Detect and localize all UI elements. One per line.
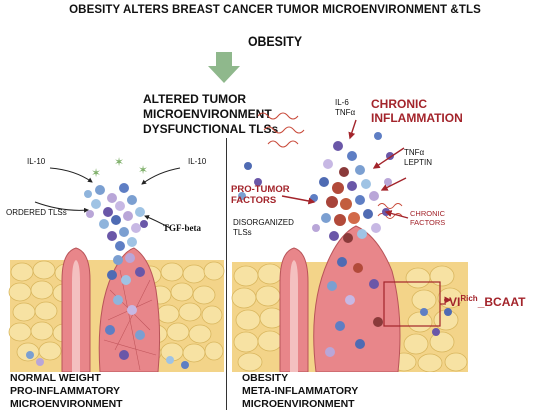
il6-label: IL-6 — [335, 98, 349, 107]
vi-sup: Rich — [460, 294, 478, 303]
obesity-caption-line-1: OBESITY — [242, 372, 289, 384]
vi-prefix: VI — [449, 295, 461, 309]
ordered-tls-label: ORDERED TLSs — [6, 208, 67, 217]
svg-text:✶: ✶ — [91, 166, 101, 180]
immune-cell-cluster-obese — [238, 132, 452, 357]
signal-arrows — [34, 167, 181, 229]
obesity-caption: OBESITY META-INFLAMMATORY MICROENVIRONME… — [242, 372, 358, 411]
chronic-factors-line-2: FACTORS — [410, 218, 446, 227]
tnf-label-2: TNFα — [404, 148, 425, 157]
immune-cell-cluster — [26, 183, 189, 369]
altered-line-1: ALTERED TUMOR — [143, 92, 247, 106]
pro-tumor-factors-label: PRO-TUMOR FACTORS — [231, 184, 290, 206]
normal-weight-line-2: PRO-INFLAMMATORY — [10, 385, 121, 397]
il10-left-label: IL-10 — [27, 157, 46, 166]
normal-weight-illustration: ✶ ✶ ✶ — [8, 155, 225, 372]
down-arrow-icon — [208, 52, 240, 83]
normal-weight-line-3: MICROENVIRONMENT — [10, 398, 123, 410]
obesity-illustration — [231, 112, 468, 372]
leptin-label: LEPTIN — [404, 158, 433, 167]
panel-divider — [226, 138, 227, 410]
obesity-caption-line-3: MICROENVIRONMENT — [242, 398, 355, 410]
page-title: OBESITY ALTERS BREAST CANCER TUMOR MICRO… — [69, 4, 481, 16]
chronic-factors-line-1: CHRONIC — [410, 209, 445, 218]
chronic-inflammation-label: CHRONIC INFLAMMATION — [371, 97, 463, 125]
pro-tumor-line-2: FACTORS — [231, 195, 277, 206]
chronic-line-2: INFLAMMATION — [371, 111, 463, 125]
disorganized-line-1: DISORGANIZED — [233, 218, 294, 227]
normal-weight-line-1: NORMAL WEIGHT — [10, 372, 101, 384]
tumor-mass-obese — [313, 225, 401, 372]
altered-line-2: MICROENVIRONMENT — [143, 107, 272, 121]
chronic-factors-label: CHRONIC FACTORS — [410, 209, 445, 227]
vi-rich-bcaat-label: VIRich_BCAAT — [449, 294, 525, 309]
cytokine-stars: ✶ ✶ ✶ — [91, 155, 148, 180]
chronic-line-1: CHRONIC — [371, 97, 427, 111]
obesity-label: OBESITY — [247, 33, 303, 49]
adipocytes — [8, 260, 225, 363]
tgf-beta-label: TGF-beta — [163, 223, 201, 233]
altered-line-3: DYSFUNCTIONAL TLSs — [143, 122, 279, 136]
pro-tumor-line-1: PRO-TUMOR — [231, 184, 290, 195]
red-arrows — [281, 119, 452, 304]
il10-right-label: IL-10 — [188, 157, 207, 166]
normal-weight-caption: NORMAL WEIGHT PRO-INFLAMMATORY MICROENVI… — [10, 372, 123, 411]
svg-text:✶: ✶ — [138, 163, 148, 177]
obesity-caption-line-2: META-INFLAMMATORY — [242, 385, 359, 397]
cytokine-squiggles — [257, 112, 403, 219]
svg-text:✶: ✶ — [114, 155, 124, 169]
disorganized-line-2: TLSs — [233, 228, 252, 237]
il6-tnf-label: IL-6 TNFα — [335, 98, 355, 118]
disorganized-tls-label: DISORGANIZED TLSs — [233, 218, 294, 238]
altered-microenvironment-heading: ALTERED TUMOR MICROENVIRONMENT DYSFUNCTI… — [143, 92, 278, 137]
vi-suffix: _BCAAT — [477, 295, 526, 309]
tnf-label: TNFα — [335, 108, 356, 117]
tnf-leptin-label: TNFα LEPTIN — [404, 148, 432, 168]
